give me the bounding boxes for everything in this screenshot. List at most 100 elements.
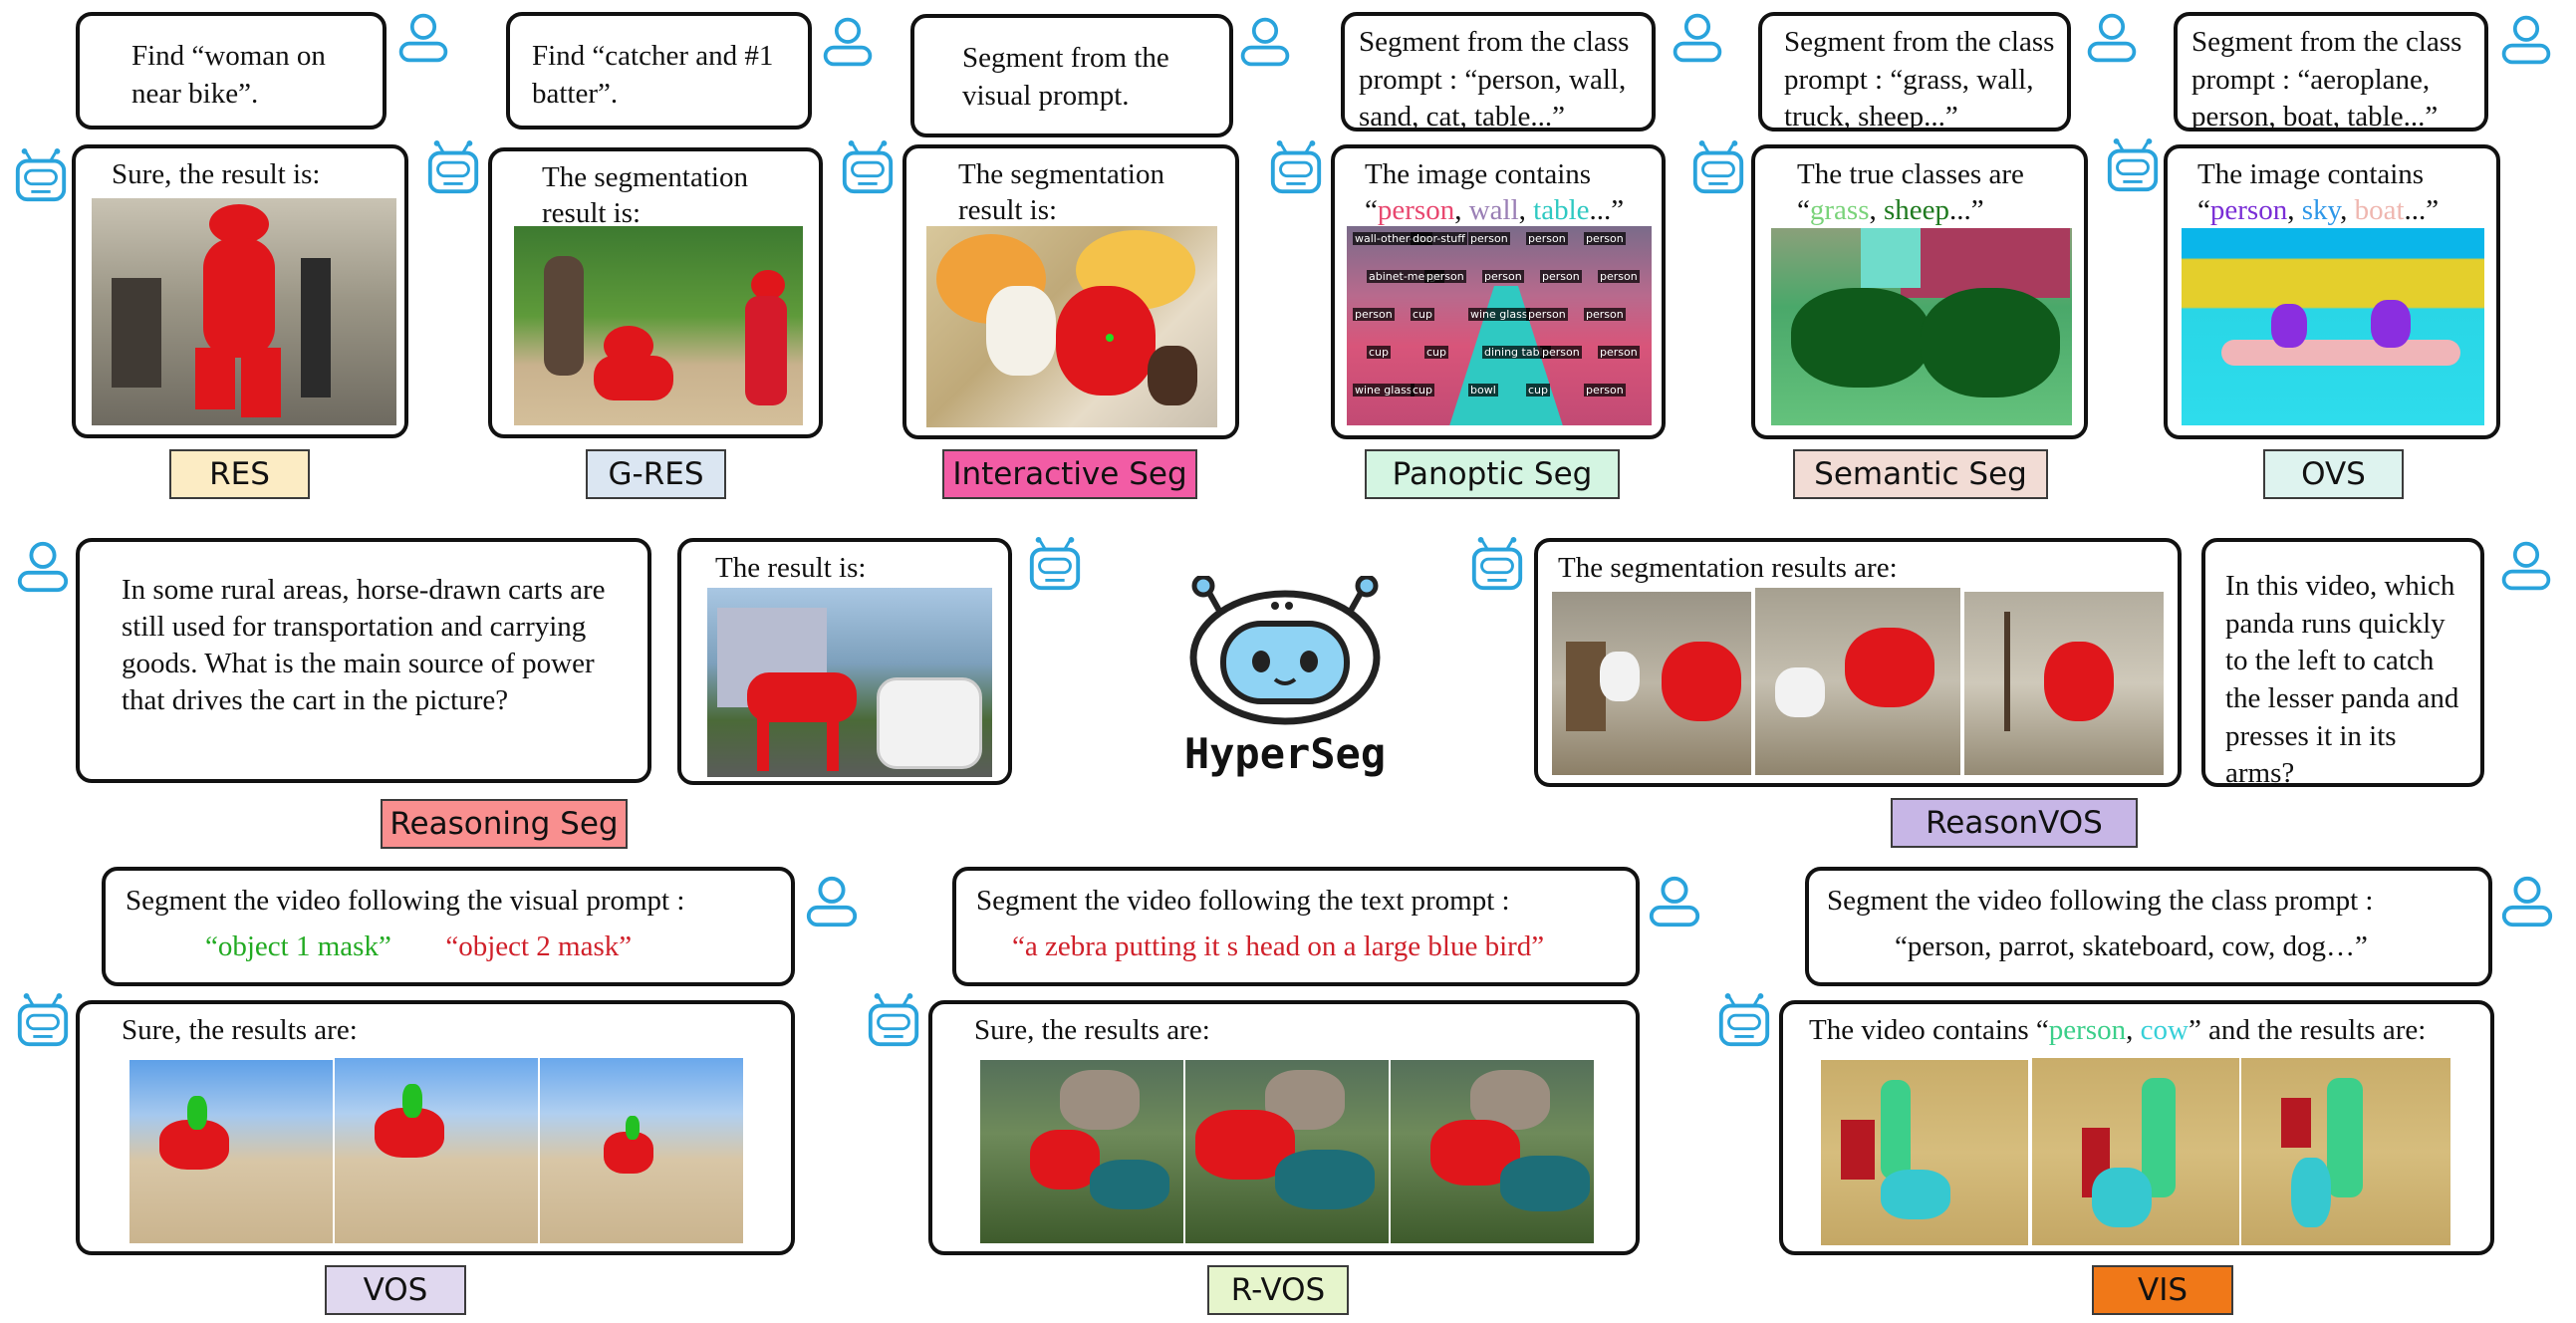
robot-icon xyxy=(12,147,70,205)
robot-icon xyxy=(1267,139,1325,197)
vos-prompt-1: “object 1 mask” xyxy=(205,930,391,962)
class-name: person xyxy=(2048,1014,2127,1046)
vis-prompt: “person, parrot, skateboard, cow, dog…” xyxy=(1895,930,2368,962)
reasoning-reply: The result is: xyxy=(677,538,1012,785)
panoptic-overlay-label: person xyxy=(1424,270,1466,283)
reasonvos-frame-3 xyxy=(1964,592,2164,775)
panoptic-overlay-label: dining table xyxy=(1482,346,1552,359)
panoptic-overlay-label: person xyxy=(1598,346,1640,359)
user-icon xyxy=(2498,538,2554,594)
class-separator: , xyxy=(1454,194,1469,227)
panoptic-reply-suffix: ...” xyxy=(1589,194,1625,227)
user-icon xyxy=(1646,873,1703,930)
robot-icon xyxy=(865,992,922,1050)
interactive-label: Interactive Seg xyxy=(942,449,1197,499)
hyperseg-title: HyperSeg xyxy=(1183,729,1387,778)
class-name: boat xyxy=(2354,194,2405,227)
class-name: sheep xyxy=(1883,194,1950,227)
semantic-reply-intro: The true classes are xyxy=(1797,158,2024,190)
ovs-class-list: person, sky, boat xyxy=(2210,194,2405,226)
hyperseg-logo: HyperSeg xyxy=(1175,574,1395,795)
panoptic-overlay-label: cup xyxy=(1411,384,1435,397)
vos-frame-2 xyxy=(335,1058,538,1243)
class-separator: , xyxy=(1518,194,1534,227)
gres-image xyxy=(514,226,803,425)
ovs-label: OVS xyxy=(2263,449,2404,499)
res-label: RES xyxy=(169,449,310,499)
rvos-frame-1 xyxy=(980,1060,1183,1243)
ovs-image xyxy=(2182,228,2484,425)
vos-frame-1 xyxy=(129,1060,333,1243)
robot-icon xyxy=(2104,137,2162,195)
interactive-reply: The segmentation result is: xyxy=(902,144,1239,439)
interactive-image xyxy=(926,226,1217,427)
ovs-user-text: Segment from the class prompt : “aeropla… xyxy=(2191,26,2462,133)
reasonvos-user-text: In this video, which panda runs quickly … xyxy=(2225,570,2459,790)
robot-icon xyxy=(1026,536,1084,594)
class-separator: , xyxy=(2340,194,2355,227)
semantic-user-text: Segment from the class prompt : “grass, … xyxy=(1784,26,2055,133)
robot-icon xyxy=(1715,992,1773,1050)
panoptic-open-quote: “ xyxy=(1365,194,1378,227)
reasonvos-user-prompt: In this video, which panda runs quickly … xyxy=(2201,538,2484,790)
rvos-label: R-VOS xyxy=(1207,1265,1349,1315)
robot-icon xyxy=(1689,139,1747,197)
semantic-label: Semantic Seg xyxy=(1793,449,2048,499)
panoptic-overlay-label: cup xyxy=(1424,346,1449,359)
vos-reply-text: Sure, the results are: xyxy=(122,1014,358,1046)
panoptic-overlay-label: cup xyxy=(1367,346,1392,359)
panoptic-overlay-label: wine glass xyxy=(1468,308,1530,321)
panoptic-overlay-label: person xyxy=(1353,308,1395,321)
vos-reply: Sure, the results are: xyxy=(76,1000,795,1255)
vis-frame-2 xyxy=(2032,1058,2239,1245)
rvos-reply-text: Sure, the results are: xyxy=(974,1014,1210,1046)
rvos-frame-2 xyxy=(1185,1060,1389,1243)
vis-reply-suffix: ” and the results are: xyxy=(2188,1014,2427,1046)
reasoning-reply-text: The result is: xyxy=(715,552,867,584)
panoptic-user-prompt: Segment from the class prompt : “person,… xyxy=(1341,12,1656,132)
semantic-image xyxy=(1771,228,2072,425)
reasoning-user-prompt: In some rural areas, horse-drawn carts a… xyxy=(76,538,651,783)
class-name: table xyxy=(1533,194,1590,227)
ovs-user-prompt: Segment from the class prompt : “aeropla… xyxy=(2174,12,2488,132)
vis-frame-3 xyxy=(2241,1058,2450,1245)
panoptic-overlay-label: cup xyxy=(1411,308,1435,321)
class-separator: , xyxy=(1869,194,1884,227)
vis-reply-text: The video contains “person, cow” and the… xyxy=(1809,1012,2426,1048)
reasoning-label: Reasoning Seg xyxy=(381,799,628,849)
semantic-reply-suffix: ...” xyxy=(1949,194,1984,227)
rvos-user-prompt: Segment the video following the text pro… xyxy=(952,867,1640,986)
semantic-reply-text: The true classes are “grass, sheep...” xyxy=(1797,156,2076,229)
user-icon xyxy=(395,10,451,66)
panoptic-overlay-label: person xyxy=(1584,308,1626,321)
rvos-user-text: Segment the video following the text pro… xyxy=(976,885,1510,917)
vis-reply-intro: The video contains “ xyxy=(1809,1014,2049,1046)
user-icon xyxy=(2498,873,2556,930)
vis-user-text: Segment the video following the class pr… xyxy=(1827,885,2374,917)
vos-prompt-2: “object 2 mask” xyxy=(445,930,633,962)
robot-icon xyxy=(1468,536,1526,594)
user-icon xyxy=(14,538,72,596)
res-reply-text: Sure, the result is: xyxy=(112,158,321,190)
vos-user-prompt: Segment the video following the visual p… xyxy=(102,867,795,986)
ovs-reply-suffix: ...” xyxy=(2404,194,2440,227)
ovs-reply: The image contains “person, sky, boat...… xyxy=(2164,144,2500,439)
semantic-reply: The true classes are “grass, sheep...” xyxy=(1751,144,2088,439)
res-image xyxy=(92,198,396,425)
robot-icon xyxy=(424,139,482,197)
panoptic-overlay-label: person xyxy=(1526,308,1568,321)
vos-prompts: “object 1 mask” “object 2 mask” xyxy=(205,928,632,966)
reasonvos-frame-2 xyxy=(1755,588,1960,775)
vis-user-prompt: Segment the video following the class pr… xyxy=(1805,867,2492,986)
panoptic-overlay-label: person xyxy=(1468,232,1510,245)
panoptic-overlay-label: person xyxy=(1598,270,1640,283)
gres-reply-text: The segmentation result is: xyxy=(542,161,748,230)
gres-label: G-RES xyxy=(586,449,726,499)
res-reply: Sure, the result is: xyxy=(72,144,408,438)
class-separator: , xyxy=(2287,194,2302,227)
interactive-user-prompt: Segment from the visual prompt. xyxy=(910,14,1233,137)
panoptic-overlay-label: person xyxy=(1540,270,1582,283)
panoptic-label: Panoptic Seg xyxy=(1365,449,1620,499)
